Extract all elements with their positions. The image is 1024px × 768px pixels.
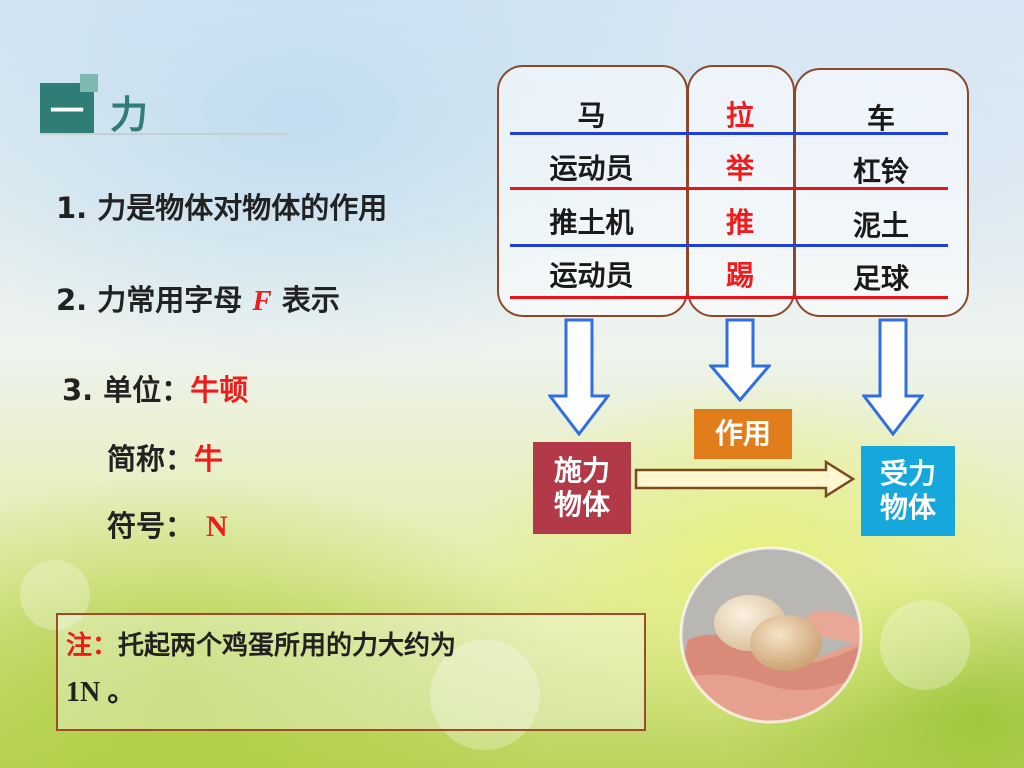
symbol-value: N	[206, 510, 228, 543]
hollow-down-arrow-icon	[709, 318, 771, 402]
section-number: 一	[40, 83, 94, 133]
hollow-down-arrow-icon	[862, 318, 924, 436]
action-cell: 拉	[690, 94, 790, 134]
action-label: 作用	[715, 417, 771, 451]
action-cell: 推	[690, 201, 790, 241]
point-2-suffix: 表示	[272, 283, 340, 317]
note-line-1: 注：托起两个鸡蛋所用的力大约为	[66, 625, 456, 662]
action-cell: 踢	[690, 254, 790, 294]
applier-cell: 运动员	[500, 254, 683, 294]
short-name: 简称：牛	[107, 436, 223, 478]
short-label: 简称：	[107, 442, 194, 476]
receiver-object-label: 受力 物体	[880, 457, 936, 525]
unit-label: 3. 单位：	[62, 373, 190, 407]
note-prefix: 注：	[66, 631, 118, 661]
applier-object-label: 施力 物体	[554, 454, 610, 522]
receiver-object-box: 受力 物体	[861, 446, 955, 536]
hand-holding-eggs-icon	[678, 545, 864, 725]
section-title: 力	[110, 84, 148, 139]
point-2-prefix: 2. 力常用字母	[56, 283, 252, 317]
hollow-down-arrow-icon	[548, 318, 610, 436]
note-value: 1N 。	[66, 670, 135, 710]
point-1: 1. 力是物体对物体的作用	[56, 185, 387, 227]
receiver-cell: 泥土	[797, 204, 965, 244]
applier-cell: 马	[500, 94, 683, 134]
short-value: 牛	[194, 442, 223, 476]
hollow-right-arrow-icon	[634, 460, 856, 498]
action-label-box: 作用	[694, 409, 792, 459]
point-2: 2. 力常用字母 F 表示	[56, 277, 340, 319]
symbol-label: 符号：	[107, 509, 194, 543]
row-divider-3	[510, 244, 948, 247]
receiver-cell: 车	[797, 97, 965, 137]
title-underline	[40, 133, 290, 135]
receiver-cell: 足球	[797, 257, 965, 297]
applier-cell: 推土机	[500, 201, 683, 241]
unit-value: 牛顿	[190, 373, 248, 407]
symbol: 符号： N	[107, 503, 228, 545]
force-letter: F	[252, 285, 271, 317]
applier-object-box: 施力 物体	[533, 442, 631, 534]
receiver-cell: 杠铃	[797, 150, 965, 190]
action-cell: 举	[690, 147, 790, 187]
applier-cell: 运动员	[500, 147, 683, 187]
note-text: 托起两个鸡蛋所用的力大约为	[118, 631, 456, 661]
point-3: 3. 单位：牛顿	[62, 367, 248, 409]
decorative-bubble	[880, 600, 970, 690]
